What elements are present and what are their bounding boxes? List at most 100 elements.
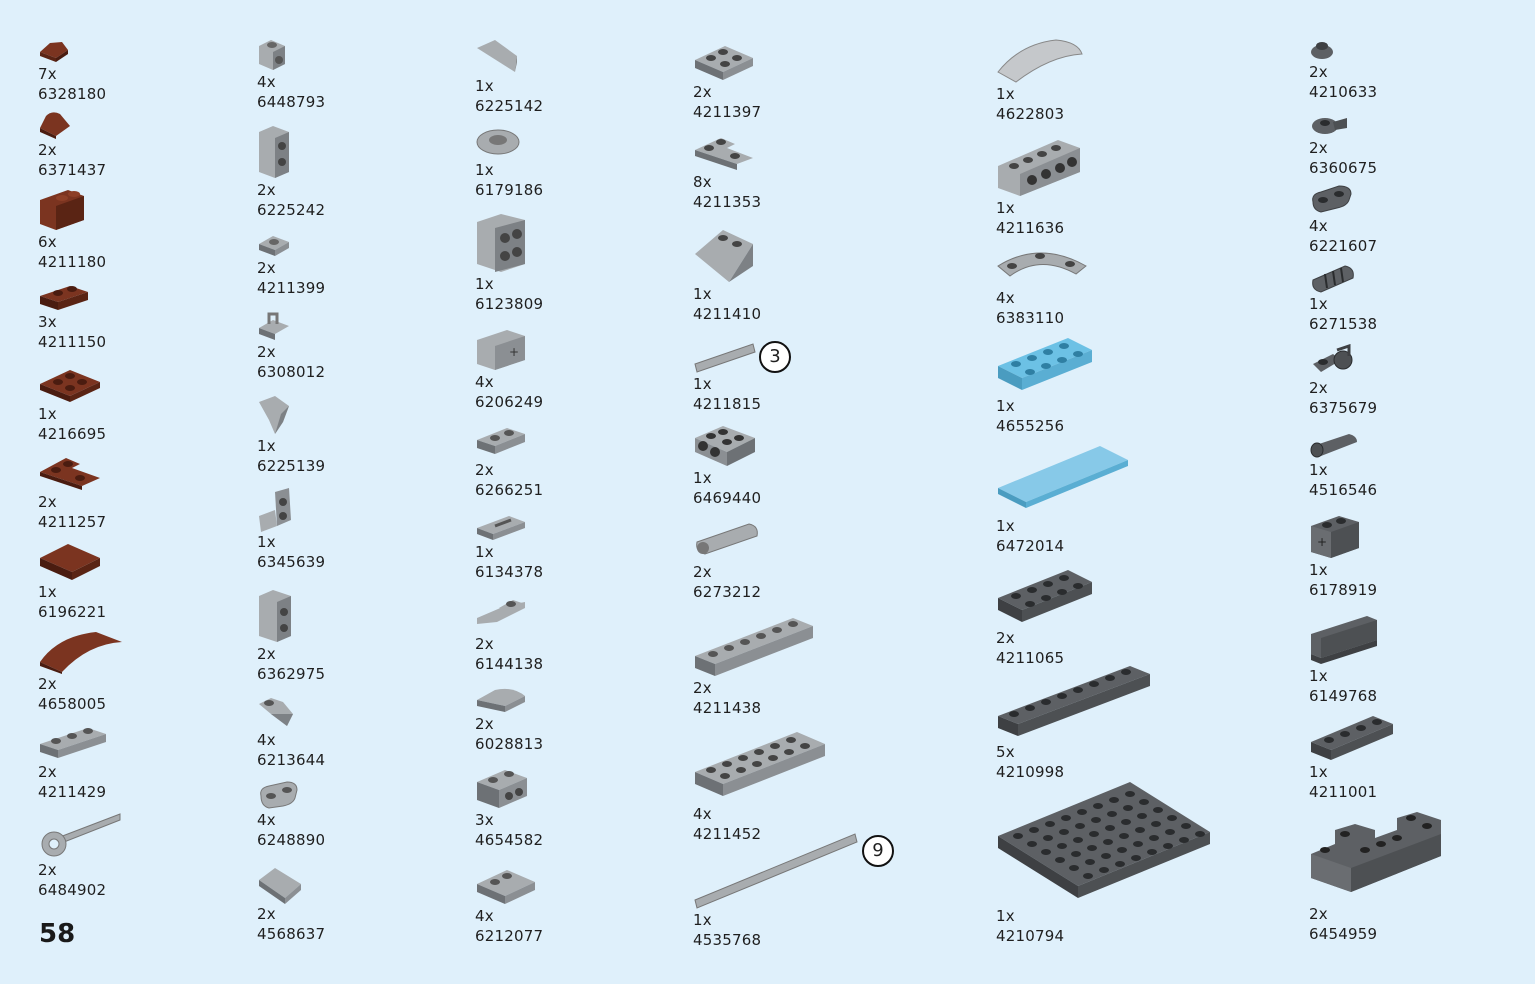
quantity: 2x	[1309, 379, 1328, 397]
dark-plate-2x4-icon	[998, 570, 1092, 622]
gray-brick-2x2-side-icon	[477, 214, 525, 272]
part-id: 4211001	[1309, 783, 1378, 801]
part-id: 6134378	[475, 563, 544, 581]
part-item: 2x 6308012	[257, 312, 325, 382]
part-item: 2x 6028813	[475, 686, 543, 754]
part-id: 6484902	[38, 881, 107, 899]
part-item: 4x 6448793	[257, 38, 325, 112]
dark-technic-brick-icon: +	[1311, 516, 1359, 558]
part-id: 6213644	[257, 751, 326, 769]
part-id: 6472014	[996, 537, 1065, 555]
part-id: 6375679	[1309, 399, 1378, 417]
quantity: 3x	[38, 313, 57, 331]
gray-slope-2x2-icon	[695, 230, 753, 282]
quantity: 1x	[996, 397, 1015, 415]
part-id: 4211065	[996, 649, 1065, 667]
quantity: 1x	[1309, 461, 1328, 479]
brown-curved-slope-icon	[40, 632, 122, 674]
quantity: 1x	[1309, 763, 1328, 781]
dark-plate-1x4-icon	[1311, 716, 1393, 760]
part-item: 5x 4210998	[996, 664, 1152, 782]
gray-plate-1x1-icon	[259, 236, 289, 256]
quantity: 4x	[1309, 217, 1328, 235]
dark-ball-joint-icon	[1313, 344, 1353, 372]
dark-brick-u-icon	[1311, 812, 1441, 892]
part-id: 6469440	[693, 489, 762, 507]
part-id: 6360675	[1309, 159, 1378, 177]
dark-connector-icon	[1312, 265, 1354, 293]
gray-brick-2-studs-icon	[259, 126, 289, 178]
gray-brick-1x1x2-icon	[259, 590, 291, 642]
part-id: 6123809	[475, 295, 544, 313]
brown-plate-2x2-icon	[40, 370, 100, 402]
part-id: 4211399	[257, 279, 326, 297]
quantity: 4x	[475, 907, 494, 925]
quantity: 2x	[475, 635, 494, 653]
brown-tile-2x2-icon	[40, 544, 100, 580]
part-item: 1x 4211001	[1309, 712, 1395, 802]
part-id: 6225139	[257, 457, 326, 475]
gray-plate-2x2-icon	[695, 46, 753, 80]
gray-plate-offset-icon	[477, 600, 525, 624]
part-id: 6308012	[257, 363, 326, 381]
part-id: 6225142	[475, 97, 544, 115]
part-item: 1x 6134378	[475, 512, 543, 582]
part-item: 4x 6221607	[1309, 184, 1377, 256]
svg-text:+: +	[1317, 535, 1327, 549]
gray-arch-curve-icon	[997, 39, 1083, 83]
quantity: 2x	[257, 181, 276, 199]
part-id: 4211815	[693, 395, 762, 413]
gray-axle-connector-icon	[696, 523, 758, 555]
part-id: 4516546	[1309, 481, 1378, 499]
quantity: 2x	[257, 259, 276, 277]
part-id: 4211180	[38, 253, 107, 271]
part-item: 1x 4535768	[693, 832, 861, 950]
quantity: 8x	[693, 173, 712, 191]
quantity: 1x	[257, 533, 276, 551]
dark-plate-2x2-side-icon	[695, 426, 755, 466]
part-id: 6266251	[475, 481, 544, 499]
quantity: 1x	[1309, 561, 1328, 579]
quantity: 2x	[1309, 905, 1328, 923]
part-id: 4654582	[475, 831, 544, 849]
part-item: 1x 6179186	[475, 126, 543, 200]
part-item: 1x 4211636	[996, 136, 1082, 238]
part-item: 1x 6271538	[1309, 262, 1377, 334]
quantity: 2x	[38, 675, 57, 693]
quantity: 2x	[1309, 63, 1328, 81]
brown-plate-corner-icon	[40, 458, 100, 490]
quantity: 3x	[475, 811, 494, 829]
quantity: 2x	[1309, 139, 1328, 157]
part-item: 1x 4655256	[996, 334, 1094, 436]
quantity: 2x	[693, 563, 712, 581]
part-item: 4x 4211452	[693, 730, 827, 844]
quantity: 4x	[996, 289, 1015, 307]
quantity: 1x	[257, 437, 276, 455]
part-item: 2x 4211397	[693, 38, 761, 122]
part-id: 4211452	[693, 825, 762, 843]
part-id: 6271538	[1309, 315, 1378, 333]
part-id: 6196221	[38, 603, 107, 621]
gray-round-tile-icon	[476, 129, 520, 155]
gray-jumper-plate-icon	[477, 428, 525, 454]
part-item: 1x 6345639	[257, 488, 325, 572]
part-id: 4211636	[996, 219, 1065, 237]
part-id: 4211353	[693, 193, 762, 211]
part-item: 1x 4211815	[693, 338, 761, 414]
part-id: 4216695	[38, 425, 107, 443]
part-id: 4211429	[38, 783, 107, 801]
gray-bracket-2x2-icon	[477, 770, 527, 808]
part-id: 6454959	[1309, 925, 1378, 943]
part-item: 4x 6212077	[475, 864, 543, 946]
brown-plate-1x2-icon	[40, 286, 88, 310]
part-id: 4210633	[1309, 83, 1378, 101]
dark-cylinder-icon	[1310, 434, 1357, 458]
quantity: 4x	[257, 73, 276, 91]
quantity: 2x	[257, 905, 276, 923]
svg-text:+: +	[509, 345, 519, 359]
part-item: 1x 4516546	[1309, 430, 1377, 500]
part-item: 2x 6273212	[693, 520, 761, 602]
quantity: 2x	[38, 493, 57, 511]
part-item: 2x 6362975	[257, 588, 325, 684]
part-id: 6273212	[693, 583, 762, 601]
